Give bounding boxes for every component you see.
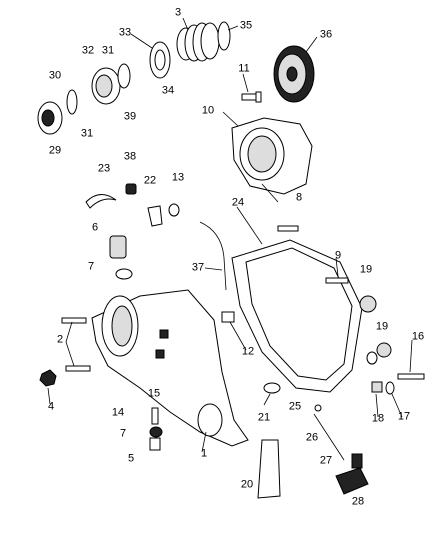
sealant-tube-part (257, 439, 281, 499)
callout-number: 27 (319, 454, 333, 467)
callout-number: 31 (80, 127, 94, 140)
callout-number: 10 (201, 104, 215, 117)
bracket-part (147, 205, 163, 227)
callout-number: 5 (127, 452, 135, 465)
callout-number: 22 (143, 174, 157, 187)
rear-case-part (231, 239, 363, 393)
fill-plug-part (149, 437, 161, 451)
callout-number: 8 (295, 191, 303, 204)
callout-number: 19 (359, 263, 373, 276)
callout-number: 20 (240, 478, 254, 491)
callout-number: 38 (123, 150, 137, 163)
pin-part (151, 407, 159, 425)
callout-number: 16 (411, 330, 425, 343)
front-case-part (91, 289, 249, 447)
callout-number: 2 (56, 333, 64, 346)
callout-number: 39 (123, 110, 137, 123)
stud-part (61, 317, 91, 372)
rear-cover-part (231, 117, 313, 195)
callout-number: 13 (171, 171, 185, 184)
callout-number: 35 (239, 19, 253, 32)
callout-number: 26 (305, 431, 319, 444)
callout-number: 4 (47, 400, 55, 413)
elbow-part (221, 311, 235, 323)
leader-lines (47, 17, 413, 453)
ring-part (117, 63, 131, 89)
callout-number: 30 (48, 69, 62, 82)
callout-number: 12 (241, 345, 255, 358)
callout-number: 6 (91, 221, 99, 234)
callout-number: 9 (334, 249, 342, 262)
long-bolt-part (397, 373, 425, 380)
callout-number: 33 (118, 26, 132, 39)
o-ring-part (149, 426, 163, 438)
callout-number: 3 (174, 6, 182, 19)
bolt-part (241, 91, 262, 103)
front-bearing-part (37, 101, 63, 135)
callout-number: 34 (161, 84, 175, 97)
vent-tube-part (199, 221, 227, 291)
callout-number: 23 (97, 162, 111, 175)
retaining-ring-part (66, 89, 78, 115)
callout-number: 18 (371, 412, 385, 425)
callout-number: 15 (147, 387, 161, 400)
plug-part (125, 183, 137, 195)
callout-number: 1 (200, 447, 208, 460)
callout-number: 19 (375, 320, 389, 333)
callout-number: 24 (231, 196, 245, 209)
callout-number: 37 (191, 261, 205, 274)
boot-part (176, 22, 220, 62)
callout-number: 28 (351, 495, 365, 508)
callout-number: 11 (238, 62, 250, 75)
callout-number: 17 (397, 410, 411, 423)
callout-number: 14 (111, 406, 125, 419)
nut-part (39, 369, 57, 387)
callout-number: 7 (119, 427, 127, 440)
callout-number: 32 (81, 44, 95, 57)
sensor-part (371, 381, 383, 393)
case-bolt-part (325, 277, 349, 284)
fitting-part (168, 203, 180, 217)
callout-number: 7 (87, 260, 95, 273)
vent-part (109, 235, 127, 259)
callout-number: 36 (319, 28, 333, 41)
callout-number: 21 (257, 411, 271, 424)
drain-plug-part (359, 295, 392, 365)
callout-number: 29 (48, 144, 62, 157)
cover-bolt-part (277, 225, 299, 232)
clip-part (85, 194, 117, 209)
gear-part (273, 45, 315, 103)
shift-rod-part (313, 413, 345, 461)
switch-part (351, 453, 363, 469)
callout-number: 31 (101, 44, 115, 57)
callout-number: 25 (288, 400, 302, 413)
small-ball-part (314, 404, 322, 412)
washer-part (263, 382, 281, 394)
snap-ring-part (217, 21, 231, 51)
